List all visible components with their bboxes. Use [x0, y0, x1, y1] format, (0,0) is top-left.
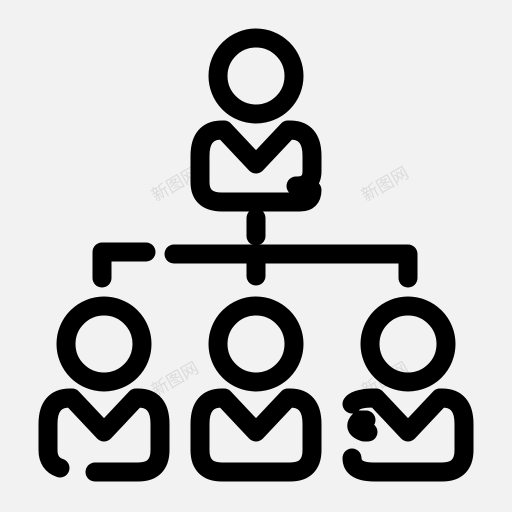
bottom-center-person-icon — [190, 296, 322, 482]
watermark-text: 新图网 — [358, 163, 412, 206]
bottom-center-person-head — [208, 296, 304, 392]
bottom-right-person-head — [360, 296, 456, 392]
top-person-body — [190, 120, 322, 212]
bottom-left-person-head — [56, 296, 152, 392]
bottom-right-person-body — [342, 388, 474, 482]
right-branch-line — [252, 244, 418, 288]
left-branch-line — [92, 242, 156, 288]
bottom-center-person-body — [190, 388, 322, 482]
bottom-left-person-body — [38, 388, 170, 482]
top-person-head — [208, 28, 304, 124]
bottom-right-person-icon — [342, 296, 474, 482]
connector-lines — [92, 208, 418, 288]
top-person-icon — [190, 28, 322, 212]
bottom-left-person-icon — [38, 296, 170, 482]
